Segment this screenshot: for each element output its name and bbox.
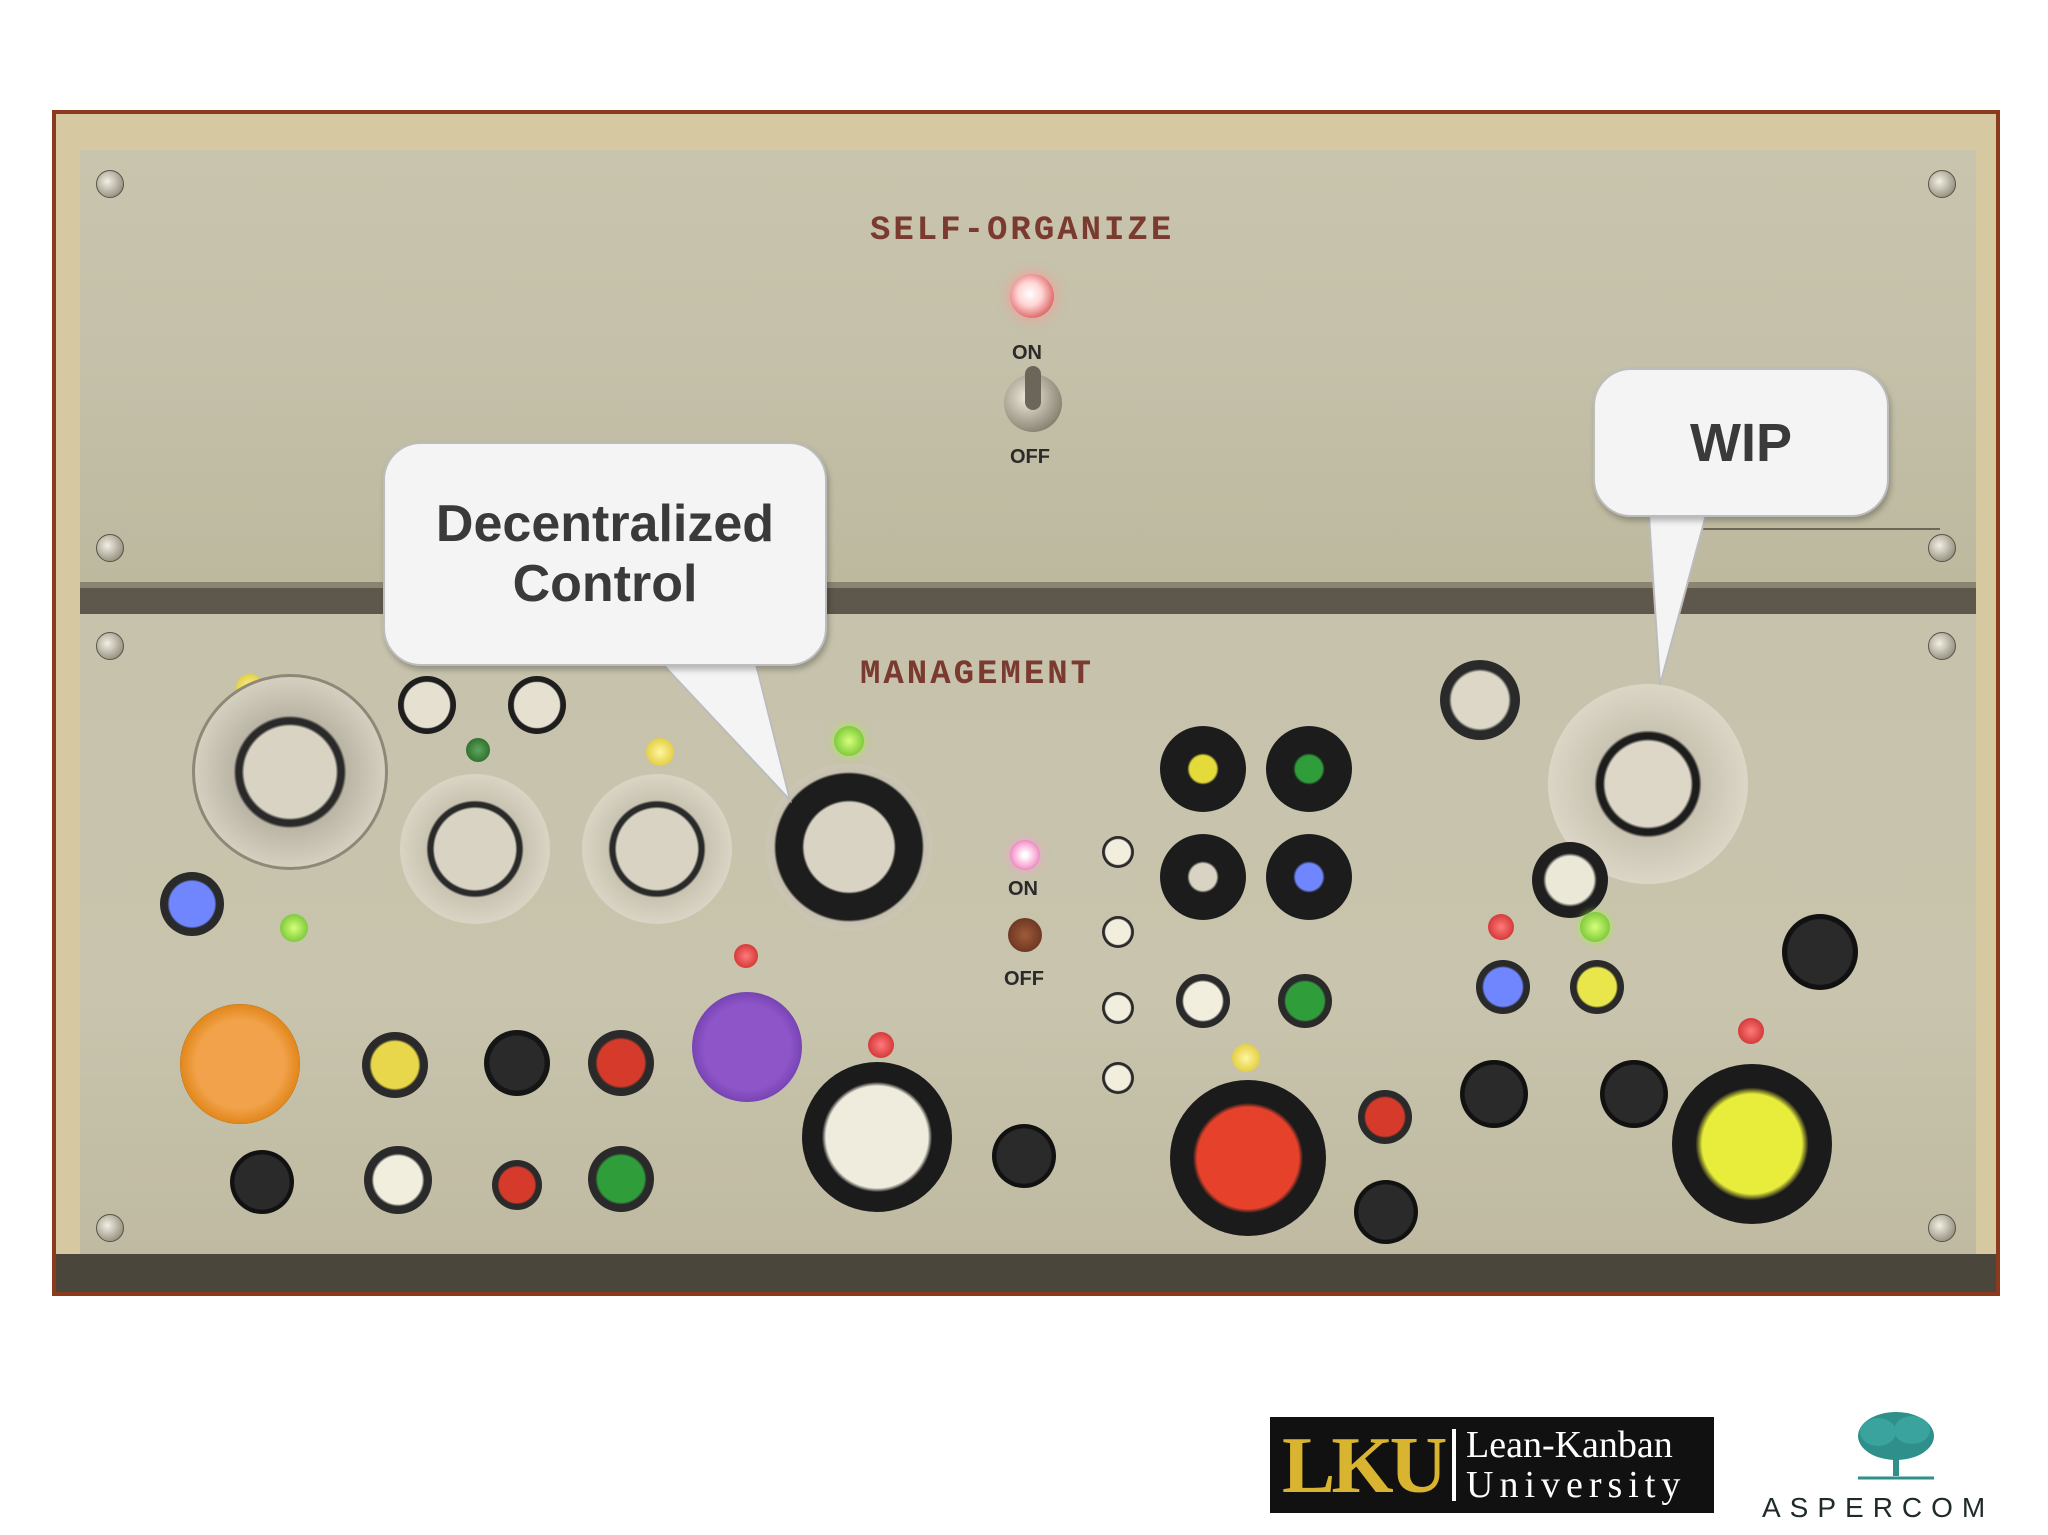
top-right-knob[interactable]	[1440, 660, 1520, 740]
orange-knob[interactable]	[180, 1004, 300, 1124]
black-knob-5[interactable]	[1460, 1060, 1528, 1128]
panel-base-shadow	[56, 1254, 1996, 1292]
slim-knob-2[interactable]	[1102, 916, 1134, 948]
red-lamp-4	[1738, 1018, 1764, 1044]
pink-lamp	[1010, 840, 1040, 870]
small-white-knob[interactable]	[1176, 974, 1230, 1028]
management-on-label: ON	[1008, 878, 1038, 900]
screw-bottom-left	[96, 1214, 124, 1242]
screw-mid-right	[1928, 534, 1956, 562]
red-knob-1[interactable]	[588, 1030, 654, 1096]
lku-line2: University	[1466, 1464, 1687, 1506]
black-knob-3[interactable]	[992, 1124, 1056, 1188]
large-red-knob[interactable]	[1170, 1080, 1326, 1236]
green-knob-1[interactable]	[588, 1146, 654, 1212]
self-organize-on-label: ON	[1012, 342, 1042, 364]
green-lamp-2	[280, 914, 308, 942]
callout-left-line2: Control	[512, 555, 698, 613]
yellow-lamp-2	[646, 738, 674, 766]
lku-divider	[1452, 1429, 1456, 1501]
green-lamp-3	[1580, 912, 1610, 942]
callout-left-tail	[640, 640, 792, 804]
screw-top-left	[96, 170, 124, 198]
lku-letters: LKU	[1282, 1422, 1447, 1510]
yellow-knob-1[interactable]	[362, 1032, 428, 1098]
red-knob-2[interactable]	[1358, 1090, 1412, 1144]
management-title: MANAGEMENT	[860, 656, 1095, 694]
small-knob-top-1[interactable]	[398, 676, 456, 734]
blue-knob-1[interactable]	[160, 872, 224, 936]
black-cream-knob[interactable]	[1532, 842, 1608, 918]
green-lamp-1	[834, 726, 864, 756]
large-yellow-knob[interactable]	[1672, 1064, 1832, 1224]
callout-left-line1: Decentralized	[435, 495, 775, 553]
cream-knob-1[interactable]	[364, 1146, 432, 1214]
toggle-lever	[1025, 366, 1041, 410]
blue-knob-2[interactable]	[1476, 960, 1530, 1014]
screw-top-right	[1928, 170, 1956, 198]
callout-wip: WIP	[1593, 368, 1889, 517]
management-panel: MANAGEMENT ON OFF	[80, 614, 1976, 1254]
black-knob-small-1[interactable]	[230, 1150, 294, 1214]
screw-bottom-top-left	[96, 632, 124, 660]
yellow-lamp-3	[1232, 1044, 1260, 1072]
purple-knob[interactable]	[692, 992, 802, 1102]
signature-mark	[1690, 528, 1940, 530]
green-lamp-dark	[466, 738, 490, 762]
large-white-knob[interactable]	[802, 1062, 952, 1212]
red-lamp-2	[868, 1032, 894, 1058]
blue-dot-dial[interactable]	[1266, 834, 1352, 920]
callout-right-tail	[1646, 500, 1712, 686]
management-toggle-switch[interactable]	[1008, 918, 1042, 952]
yellow-knob-2[interactable]	[1570, 960, 1624, 1014]
black-knob-2[interactable]	[484, 1030, 550, 1096]
callout-decentralized-control: Decentralized Control	[383, 442, 827, 666]
lku-logo: LKU Lean-Kanban University	[1270, 1417, 1714, 1513]
screw-mid-left	[96, 534, 124, 562]
self-organize-lamp	[1010, 274, 1054, 318]
large-dial-knob[interactable]	[192, 674, 388, 870]
black-knob-4[interactable]	[1354, 1180, 1418, 1244]
callout-right-text: WIP	[1690, 412, 1792, 473]
black-dial-right[interactable]	[1782, 914, 1858, 990]
red-lamp-3	[1488, 914, 1514, 940]
slim-knob-3[interactable]	[1102, 992, 1134, 1024]
screw-bottom-right	[1928, 1214, 1956, 1242]
aspercom-tree-icon	[1858, 1412, 1934, 1480]
dial-knob-3[interactable]	[582, 774, 732, 924]
red-lamp-1	[734, 944, 758, 968]
dial-knob-2[interactable]	[400, 774, 550, 924]
self-organize-title: SELF-ORGANIZE	[870, 212, 1175, 250]
lku-line1: Lean-Kanban	[1466, 1424, 1673, 1466]
slim-knob-1[interactable]	[1102, 836, 1134, 868]
black-knob-6[interactable]	[1600, 1060, 1668, 1128]
small-knob-top-2[interactable]	[508, 676, 566, 734]
slim-knob-4[interactable]	[1102, 1062, 1134, 1094]
yellow-dot-dial[interactable]	[1160, 726, 1246, 812]
white-dot-dial[interactable]	[1160, 834, 1246, 920]
red-knob-small[interactable]	[492, 1160, 542, 1210]
small-green-knob[interactable]	[1278, 974, 1332, 1028]
green-dot-dial[interactable]	[1266, 726, 1352, 812]
control-panel-photo: SELF-ORGANIZE ON OFF MANAGEMENT	[52, 110, 2000, 1296]
screw-bottom-top-right	[1928, 632, 1956, 660]
aspercom-logo-text: ASPERCOM	[1762, 1492, 1995, 1523]
decentralized-control-knob[interactable]	[766, 764, 932, 930]
self-organize-off-label: OFF	[1010, 446, 1050, 468]
management-off-label: OFF	[1004, 968, 1044, 990]
